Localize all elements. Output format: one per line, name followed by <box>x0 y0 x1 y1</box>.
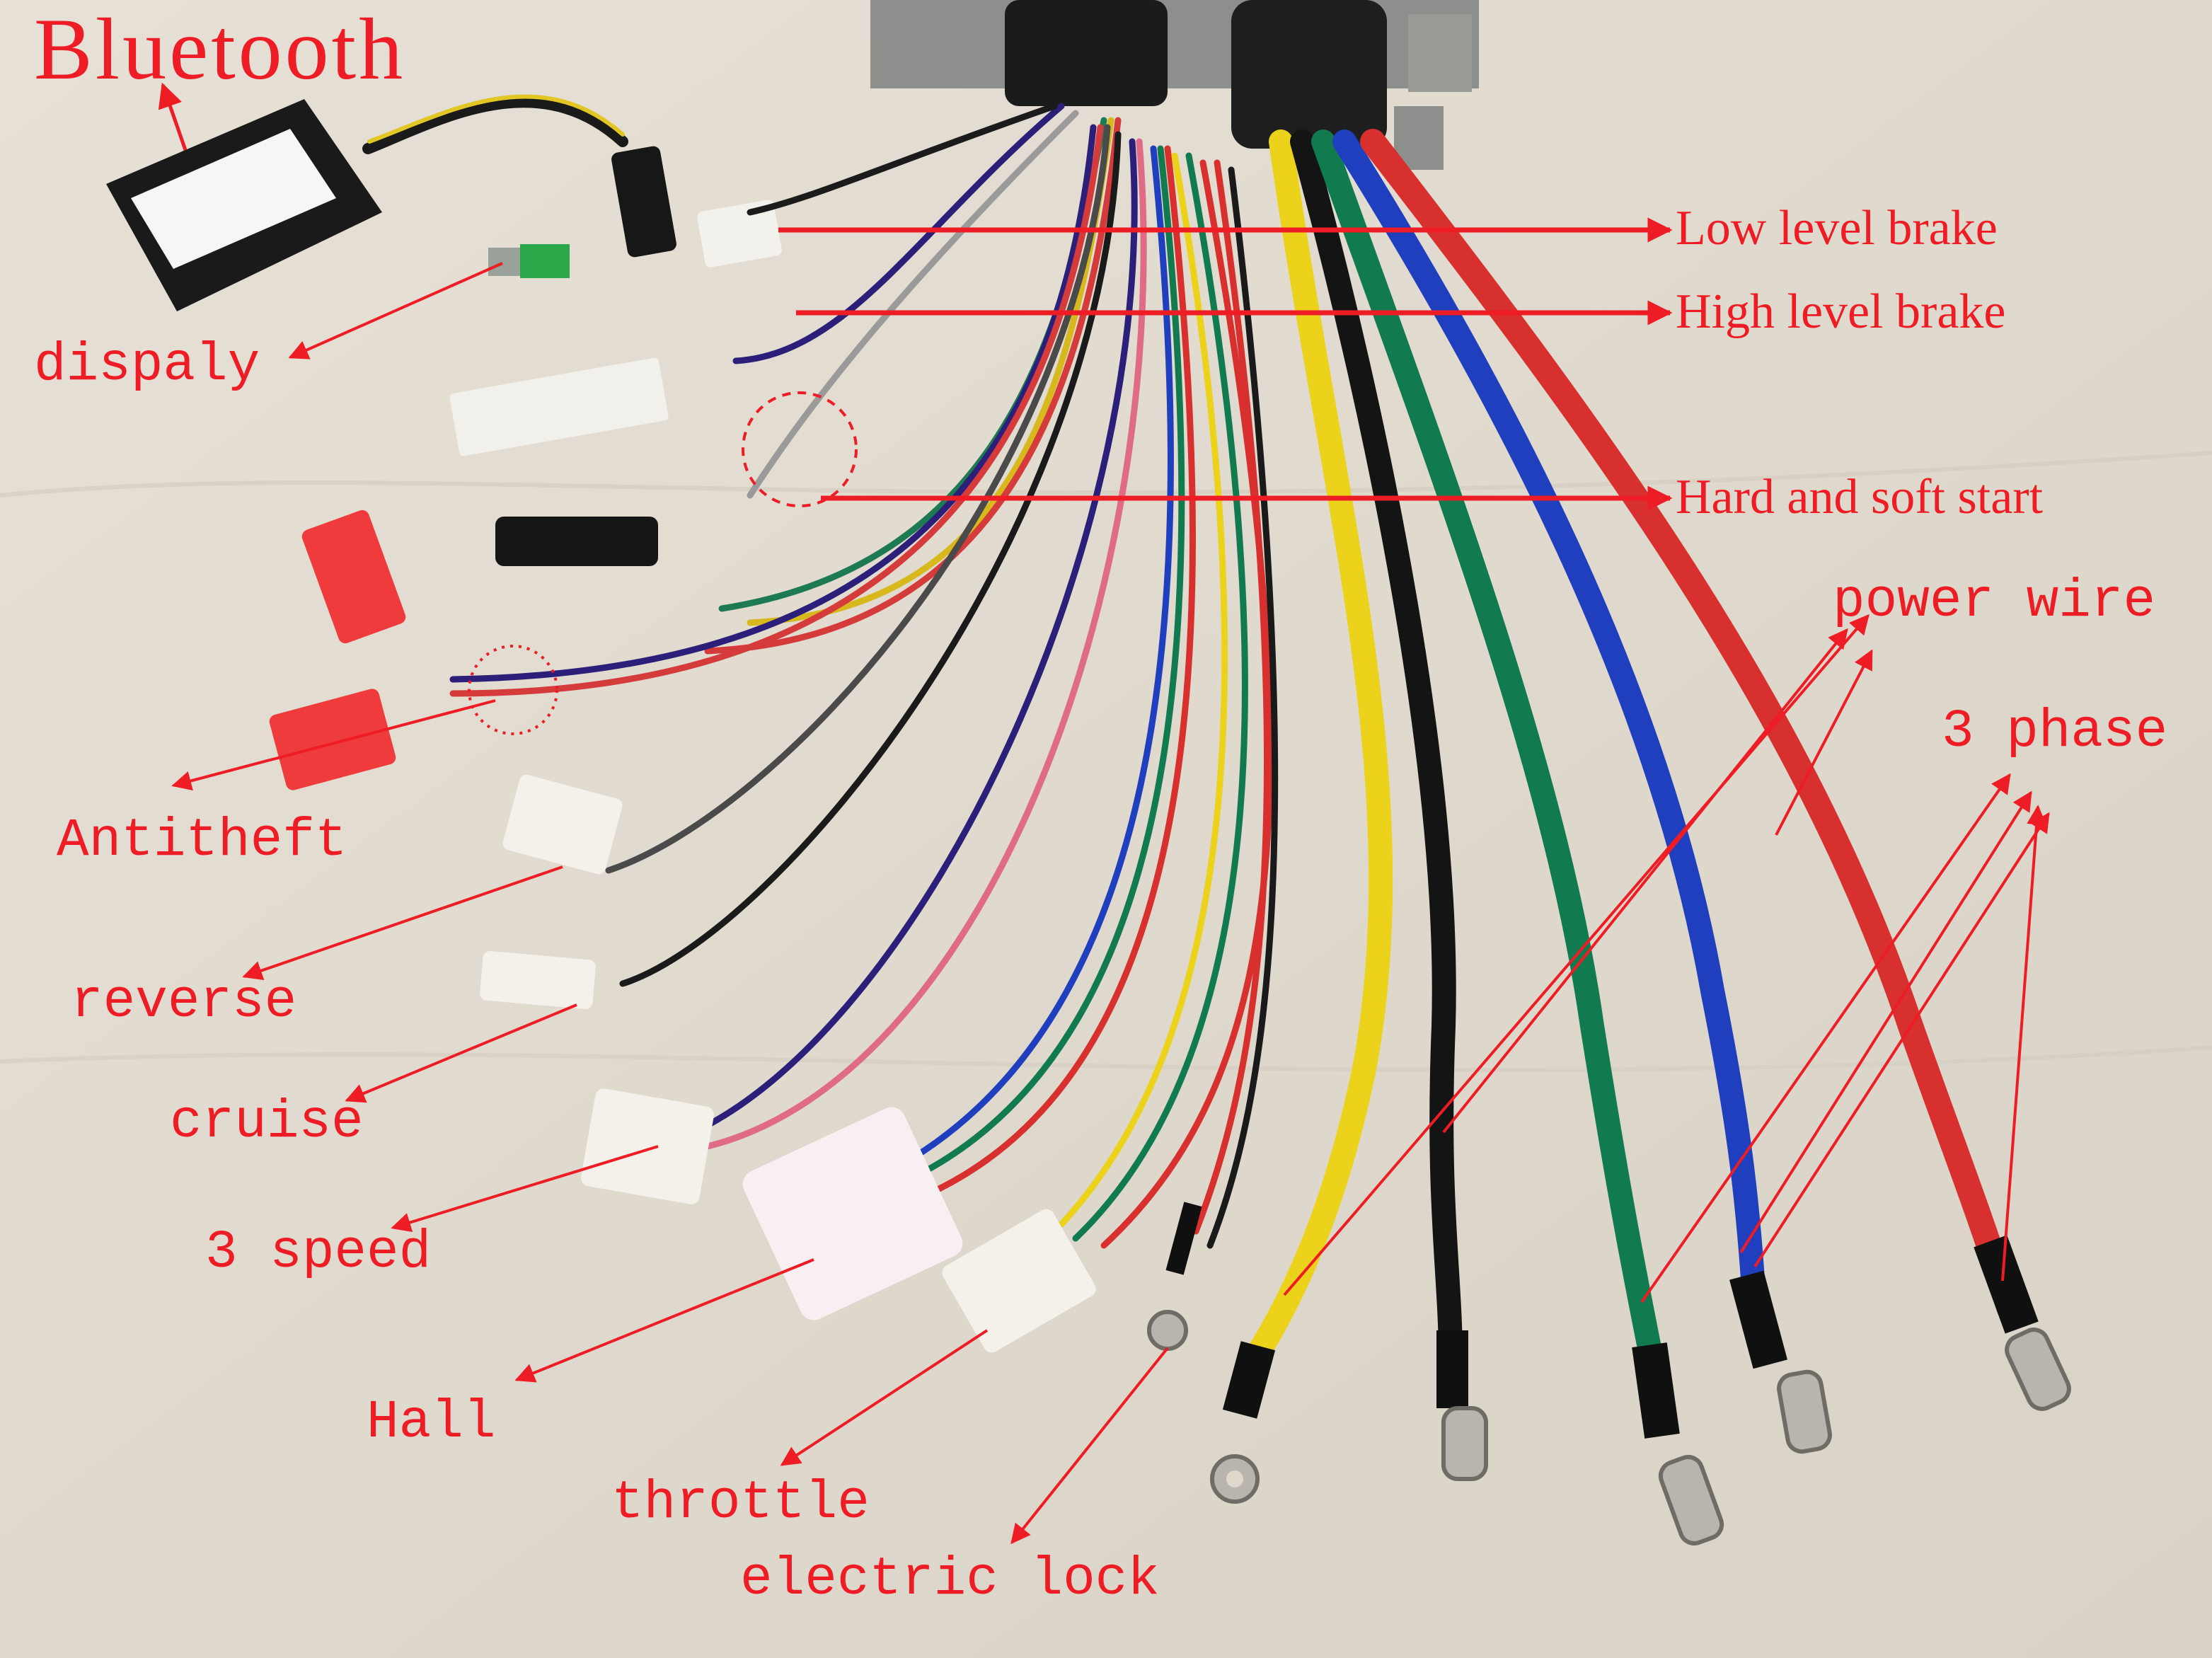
label-display: dispaly <box>34 335 260 396</box>
label-3-phase: 3 phase <box>1942 701 2168 762</box>
annotation-arrows <box>158 82 2050 1545</box>
arrow-phase-blue-2 <box>1753 812 2050 1268</box>
arrow-phase-blue-1 <box>1739 790 2032 1254</box>
arrow-power-yellow <box>1283 614 1870 1296</box>
arrow-bluetooth <box>158 82 188 151</box>
arrow-cruise <box>345 1003 577 1103</box>
label-hall: Hall <box>367 1392 496 1453</box>
arrow-power-black <box>1442 628 1848 1134</box>
label-antitheft: Antitheft <box>57 810 347 871</box>
bluetooth-module <box>106 99 382 311</box>
arrow-reverse <box>242 865 563 981</box>
label-cruise: cruise <box>170 1092 364 1153</box>
arrow-display <box>288 262 503 359</box>
marker-circle-start <box>742 391 858 507</box>
power-wire-yellow <box>1233 129 1393 1385</box>
arrow-phase-green <box>1640 773 2011 1303</box>
bluetooth-cable <box>362 94 628 154</box>
label-power-wire: power wire <box>1833 571 2156 632</box>
arrow-antitheft <box>171 699 496 791</box>
marker-circle-antitheft <box>468 645 558 735</box>
phase-wire-green <box>1311 129 1668 1392</box>
label-hard-soft-start: Hard and soft start <box>1676 470 2044 524</box>
arrow-power-red <box>1775 649 1873 836</box>
arrow-hall <box>514 1258 814 1383</box>
label-high-level-brake: High level brake <box>1676 284 2006 339</box>
label-throttle: throttle <box>611 1473 870 1533</box>
controller-box <box>870 0 1479 170</box>
wire-terminals <box>1147 1202 2071 1546</box>
display-connectors <box>449 146 782 566</box>
label-bluetooth: Bluetooth <box>34 1 406 98</box>
label-low-level-brake: Low level brake <box>1676 201 1998 255</box>
label-electric-lock: electric lock <box>740 1549 1160 1610</box>
arrow-phase-red <box>2001 805 2047 1282</box>
power-wire-black <box>1290 129 1463 1371</box>
signal-wire-bundle <box>449 103 1279 1249</box>
label-3-speed: 3 speed <box>205 1222 432 1283</box>
power-wire-red <box>1360 129 2022 1322</box>
arrow-electric-lock <box>1010 1347 1169 1545</box>
arrow-3speed <box>391 1145 659 1232</box>
label-reverse: reverse <box>71 972 297 1032</box>
arrow-throttle <box>780 1329 989 1466</box>
